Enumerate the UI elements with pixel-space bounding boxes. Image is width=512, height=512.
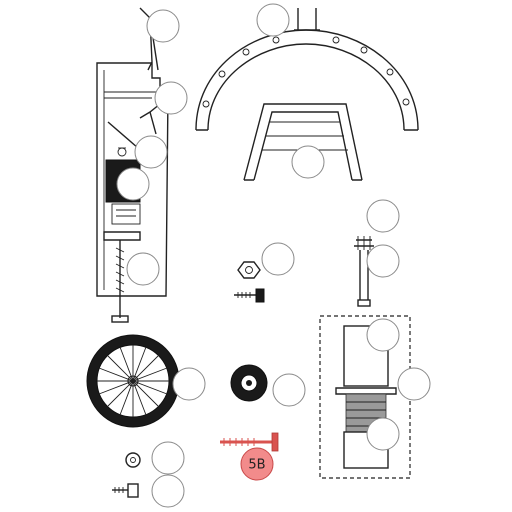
large-spoked-wheel[interactable] — [86, 334, 180, 428]
callout-10[interactable] — [366, 244, 400, 278]
callout-12[interactable] — [172, 367, 206, 401]
callout-1[interactable] — [146, 9, 180, 43]
callout-8[interactable] — [126, 252, 160, 286]
small-wheel[interactable] — [230, 364, 268, 402]
callout-11[interactable] — [366, 318, 400, 352]
callout-17[interactable] — [151, 474, 185, 508]
callout-16[interactable] — [151, 441, 185, 475]
hex-nut[interactable] — [237, 261, 261, 279]
callout-2[interactable] — [256, 3, 290, 37]
callout-13[interactable] — [272, 373, 306, 407]
arch-rail[interactable] — [195, 8, 419, 131]
thumb-bolt-lower[interactable] — [112, 483, 139, 498]
callout-5b[interactable]: 5B — [240, 447, 274, 481]
callout-5b-label: 5B — [248, 458, 265, 473]
callout-6[interactable] — [291, 145, 325, 179]
callout-9[interactable] — [261, 242, 295, 276]
callout-14[interactable] — [397, 367, 431, 401]
callout-4[interactable] — [134, 135, 168, 169]
callout-5[interactable] — [116, 167, 150, 201]
callout-7[interactable] — [366, 199, 400, 233]
callout-3[interactable] — [154, 81, 188, 115]
callout-15[interactable] — [366, 417, 400, 451]
washer[interactable] — [125, 452, 141, 468]
thumb-bolt-upper[interactable] — [234, 288, 265, 303]
pin-5b[interactable] — [220, 432, 279, 452]
